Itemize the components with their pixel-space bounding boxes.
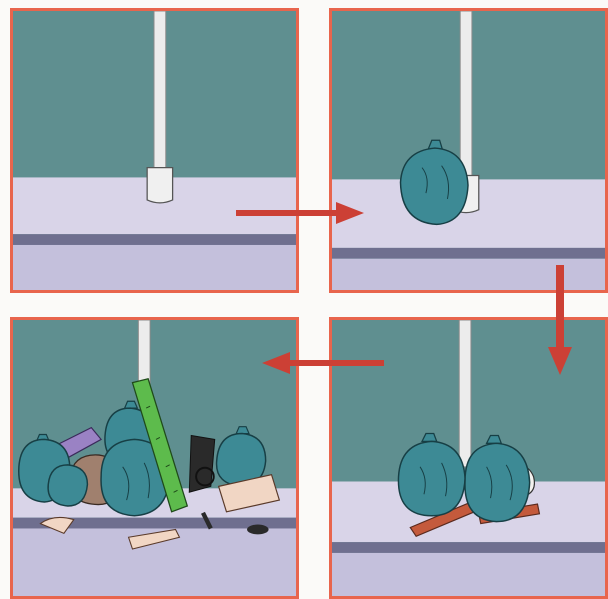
arrow-left [262,350,384,376]
street [13,244,296,290]
arrow-down [545,265,575,375]
street [332,552,605,596]
curb-stripe [13,517,296,529]
curb-stripe [13,234,296,245]
black-bicycle-scrap [188,434,216,493]
green-pole-wrap [131,377,189,513]
scene-two-bags [332,320,605,596]
pole [458,320,472,468]
pole [459,11,473,176]
panel-one-bag [329,8,608,293]
arrow-down-icon [548,265,572,375]
beige-box [217,473,281,513]
scene-empty-pole [13,11,296,290]
panel-garbage-pile [10,317,299,599]
panel-two-bags [329,317,608,599]
scene-garbage-pile [13,320,296,596]
curb-stripe [332,247,605,259]
garbage-bag-5 [47,464,89,507]
panel-empty-pole [10,8,299,293]
garbage-bag-4 [215,426,267,488]
arrow-right [236,200,364,226]
garbage-bag-right [464,434,531,523]
pole-base [146,166,174,204]
curb-stripe [332,542,605,553]
scattered-scraps [39,511,269,550]
arrow-right-icon [236,202,364,224]
arrow-left-icon [262,352,384,374]
garbage-bag [399,139,469,226]
pole [153,11,167,169]
scene-one-bag [332,11,605,290]
